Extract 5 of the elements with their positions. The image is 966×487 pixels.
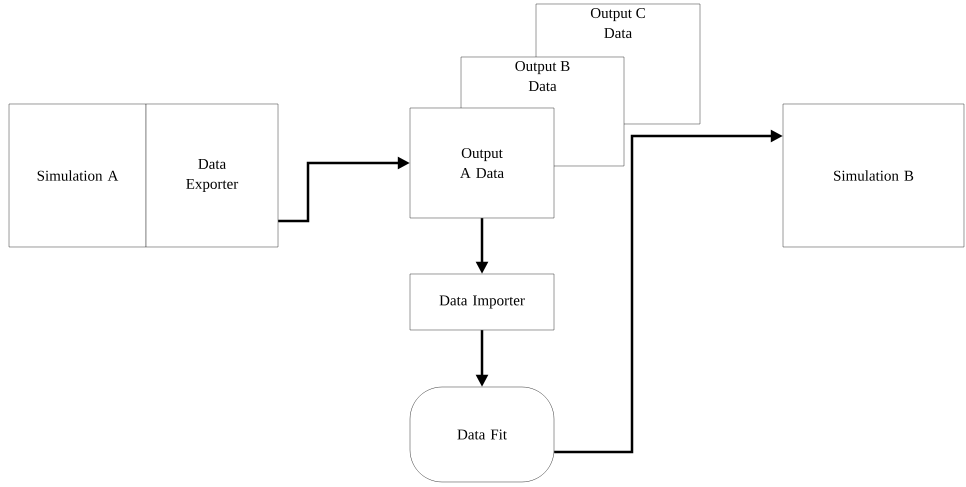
document-box: Output A Data [410, 108, 554, 218]
process-box: Simulation A [8, 104, 146, 248]
process-box: Simulation B [782, 104, 964, 248]
process-box: Data Importer [410, 274, 554, 330]
process-box: Data Exporter [146, 104, 278, 248]
